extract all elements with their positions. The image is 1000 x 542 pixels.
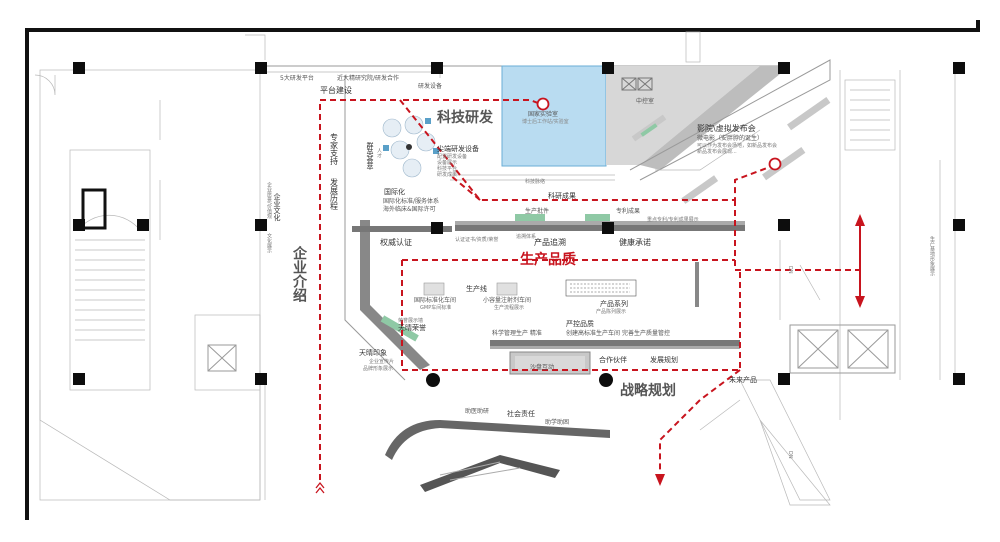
label-patent-results: 专利成果 [616,207,640,215]
control-room-icons [621,77,653,91]
label-corporate-culture-sub: 企业愿景/价值观 [266,181,272,220]
label-partners: 合作伙伴 [599,355,627,364]
red-circle-marker-icon [536,97,550,111]
label-production-quality: 生产品质 [520,251,576,268]
red-chevron-up-icon [315,481,325,494]
label-intl-production: 国际标准化车间 [414,296,456,304]
label-advanced-equipment-sub4: 研发成果 [437,171,457,178]
label-tianqing-impression: 天晴印象 [359,348,387,357]
label-tianqing-impression-sub1: 企业宣传片 [369,358,394,365]
visit-route [319,99,860,480]
red-circle-marker-icon [768,157,782,171]
label-patent-results-sub: 重点专利/专利成果展示 [647,216,699,223]
label-product-trace: 产品追溯 [534,237,566,247]
red-double-arrow-icon [855,214,865,308]
label-platform-building: 平台建设 [320,85,352,95]
label-film-launch-sub1: 微电影（安胖脖的诞生） [697,134,763,142]
label-dev-planning: 发展规划 [650,355,678,364]
label-right-vertical: 生产基地形象展示 [929,235,935,276]
label-strategic-planning: 战略规划 [620,382,676,399]
label-corporate-culture: 企业文化 [273,192,281,222]
label-production-line: 生产线 [466,284,487,293]
label-control-room: 中控室 [636,97,654,105]
label-internationalization: 国际化 [384,187,405,196]
national-lab-room [501,65,607,167]
label-tianqing-brand-sub: 荣誉展示墙 [398,317,423,324]
label-group-display-sub: 人才 [376,148,382,159]
label-internationalization-sub2: 海外临床&国际许可 [383,205,436,213]
label-film-launch-sub2: 可以作为发布会场地，如新品发布会 [697,142,777,149]
label-corporate-culture-sub2: 文化展示 [266,232,272,253]
label-expert-support: 专家支持 [330,132,339,166]
label-corporate-intro: 企业介绍 [291,245,308,303]
label-tech-rd: 科技研发 [437,109,494,126]
label-sci-production: 科学管理生产 精准 [492,329,542,337]
label-advanced-equipment-sub1: 配置研发设备 [437,153,467,160]
label-dn1: DN [787,266,793,274]
label-internationalization-sub1: 国际化标准/服务体系 [383,197,439,205]
label-film-launch: 影院\虚拟发布会 [697,123,756,133]
label-group-display: 群英荟萃 [366,141,374,171]
label-social-responsibility: 社会责任 [507,409,535,418]
label-future-products: 未来产品 [729,375,757,384]
label-small-dose-line-sub: 生产流程展示 [494,304,524,311]
display-panels [631,96,831,204]
label-assist-research: 助医助研 [465,407,489,415]
production-display [423,262,699,307]
label-national-lab: 国家实验室 [528,110,558,118]
label-dn2: DN [787,451,793,459]
label-authority-cert-sub: 认证证书/资质/荣誉 [455,236,498,243]
label-film-launch-sub3: 新品发布会展现... [697,148,737,155]
label-strict-quality: 严控品质 [566,319,594,328]
label-research-platform: 5大研发平台 [280,74,314,82]
label-research-institute: 近大精研究院/研发合作 [337,74,399,82]
right-service-block [685,31,956,506]
label-sand-table: 沙盘互动 [530,363,554,371]
label-product-series-sub: 产品陈列展示 [596,308,626,315]
label-tech-corridor: 科技脉络 [525,178,545,185]
outer-wall [25,20,980,520]
label-health-commitment: 健康承诺 [619,237,651,247]
label-advanced-equipment-sub3: 科技平台 [437,165,457,172]
label-quality-control: 完善生产质量管控 [622,329,670,337]
label-advanced-equipment: 尖端研发设备 [437,144,479,153]
social-responsibility-panels [385,420,610,492]
control-room-zone [606,66,760,165]
label-tianqing-impression-sub2: 品牌形象展示 [363,365,393,372]
left-service-block [34,34,266,501]
label-production-line-top: 生产批件 [525,207,549,215]
red-arrow-down-icon [655,474,665,486]
label-assist-learning: 助学助困 [545,418,569,426]
label-research-equipment: 研发设备 [418,82,442,90]
advanced-equipment-cluster [382,115,439,178]
counters [455,214,745,375]
label-dev-history: 发展历程 [330,177,339,211]
label-advanced-equipment-sub2: 设备展示 [437,159,457,166]
label-product-trace-sub: 追溯体系 [516,233,536,240]
label-product-series: 产品系列 [600,299,628,308]
columns [73,62,965,387]
label-small-dose-line: 小容量注射剂车间 [483,296,531,304]
label-intl-production-sub: GMP车间标准 [420,304,451,311]
label-tianqing-brand: 天晴荣誉 [398,323,426,332]
label-national-lab-sub: 博士后工作站/实验室 [522,118,569,125]
label-tech-achievements: 科研成果 [548,191,576,200]
label-authority-cert: 权威认证 [380,237,412,247]
label-create-standard: 创建高标准生产车间 [566,329,620,337]
